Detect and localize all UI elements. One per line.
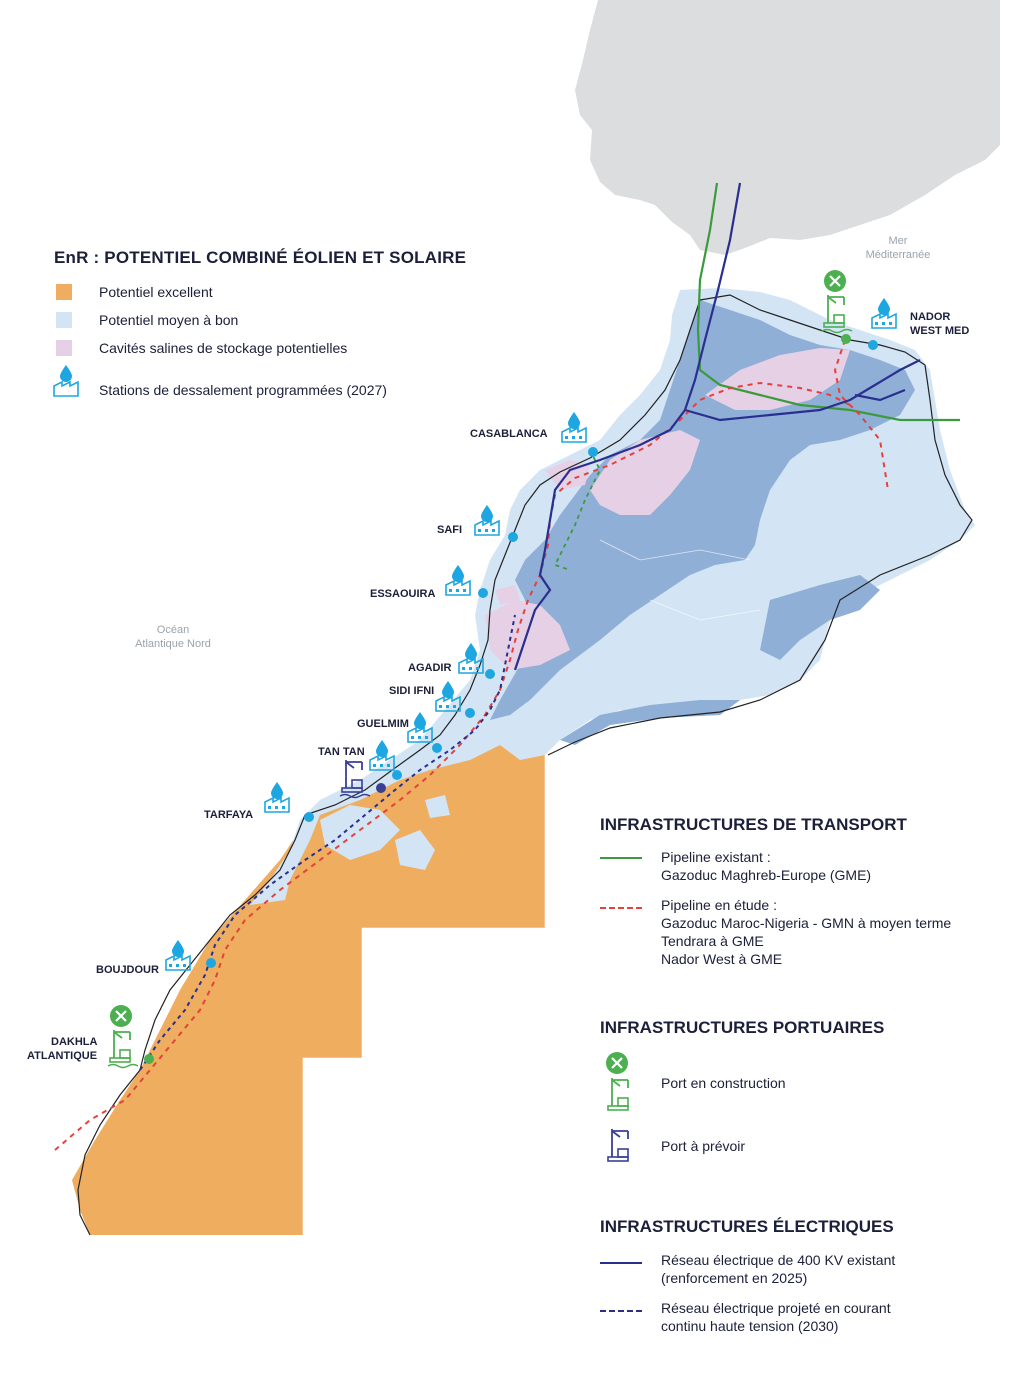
ports-title: INFRASTRUCTURES PORTUAIRES — [600, 1018, 885, 1037]
legend-text-hvdc: Réseau électrique projeté en courant con… — [661, 1299, 891, 1335]
region-sahara-blob-1 — [320, 805, 400, 860]
city-label-safi: SAFI — [437, 524, 462, 536]
legend-text-400kv-1: Réseau électrique de 400 KV existant — [661, 1252, 896, 1268]
legend-text-planned-2: Gazoduc Maroc-Nigeria - GMN à moyen term… — [661, 915, 952, 931]
legend-text-hvdc-2: continu haute tension (2030) — [661, 1318, 839, 1334]
city-label-essaouira: ESSAOUIRA — [370, 588, 435, 600]
internal-borders — [302, 539, 761, 1235]
legend-swatch-salt — [56, 340, 72, 356]
legend-label-medium: Potentiel moyen à bon — [99, 312, 239, 328]
sea-label-atlantic-1: Océan — [157, 624, 189, 636]
station-dot-boujdour — [206, 958, 216, 968]
desal-icon-nador — [871, 297, 897, 329]
legend-swatch-medium — [56, 312, 72, 328]
legend-line-gme — [600, 857, 642, 859]
city-label-guelmim: GUELMIM — [357, 718, 409, 730]
desal-icon-essaouira — [445, 564, 471, 596]
legend-text-hvdc-1: Réseau électrique projeté en courant — [661, 1300, 891, 1316]
station-dots — [206, 340, 878, 968]
legend-enr-title: EnR : POTENTIEL COMBINÉ ÉOLIEN ET SOLAIR… — [54, 248, 467, 267]
wrench-badge-icon-nador — [822, 268, 848, 294]
electric-title: INFRASTRUCTURES ÉLECTRIQUES — [600, 1217, 894, 1236]
sea-label-mediterranean-2: Méditerranée — [866, 249, 931, 261]
city-label-tantan: TAN TAN — [318, 746, 365, 758]
city-label-agadir: AGADIR — [408, 662, 451, 674]
sea-label-mediterranean-1: Mer — [889, 235, 908, 247]
wrench-badge-icon-dakhla — [108, 1003, 134, 1029]
region-salt-cavities-essaouira — [495, 585, 520, 605]
station-dot-tantan — [392, 770, 402, 780]
legend-label-salt: Cavités salines de stockage potentielles — [99, 340, 348, 356]
legend-text-planned-3: Tendrara à GME — [661, 933, 764, 949]
station-dot-essaouira — [478, 588, 488, 598]
coastline — [77, 299, 701, 1236]
region-salt-cavities-north — [705, 348, 850, 410]
legend-line-planned-pipeline — [600, 907, 642, 909]
desal-icon-casablanca — [561, 411, 587, 443]
legend-text-400kv: Réseau électrique de 400 KV existant (re… — [661, 1251, 895, 1287]
electric-hvdc-projected — [139, 614, 516, 1071]
port-dot-nador — [841, 334, 851, 344]
region-salt-cavities-central — [590, 430, 700, 515]
desal-icon-boujdour — [165, 939, 191, 971]
legend-text-port-construction: Port en construction — [661, 1075, 786, 1091]
city-label-casablanca: CASABLANCA — [470, 428, 548, 440]
pipeline-gme-existing — [696, 182, 960, 422]
port-construction-icon-dakhla — [107, 1029, 139, 1069]
city-label-tarfaya: TARFAYA — [204, 809, 253, 821]
north-coast-border — [699, 294, 926, 366]
station-dot-safi — [508, 532, 518, 542]
electric-400kv-existing — [513, 182, 921, 671]
sea-label-atlantic-2: Atlantique Nord — [135, 638, 211, 650]
legend-text-gme-1: Pipeline existant : — [661, 849, 771, 865]
east-border — [547, 364, 973, 756]
region-dark-south — [560, 700, 740, 745]
port-dot-tantan — [376, 783, 386, 793]
region-dark-east — [760, 575, 880, 660]
desal-icon-tarfaya — [264, 781, 290, 813]
city-label-sidi-ifni: SIDI IFNI — [389, 685, 434, 697]
station-dot-casablanca — [588, 447, 598, 457]
pipeline-green-dashed — [553, 449, 602, 571]
legend-text-planned-pipeline: Pipeline en étude : Gazoduc Maroc-Nigeri… — [661, 896, 951, 968]
region-sahara-blob-2 — [395, 830, 435, 870]
city-label-dakhla: DAKHLA — [51, 1036, 97, 1048]
station-dot-tarfaya — [304, 812, 314, 822]
legend-line-hvdc — [600, 1310, 642, 1312]
iberia-landmass — [575, 0, 1000, 255]
region-sahara-blob-3 — [425, 795, 450, 818]
transport-title: INFRASTRUCTURES DE TRANSPORT — [600, 815, 907, 834]
desalination-station-icon — [53, 365, 79, 397]
station-dot-guelmim — [432, 743, 442, 753]
pipeline-gmn-planned — [54, 381, 851, 1151]
legend-text-planned-4: Nador West à GME — [661, 951, 783, 967]
station-dot-sidi-ifni — [465, 708, 475, 718]
pipeline-nador-west-planned — [833, 339, 889, 491]
legend-swatch-excellent — [56, 284, 72, 300]
legend-label-desalination: Stations de dessalement programmées (202… — [99, 382, 387, 398]
port-dot-dakhla — [144, 1054, 154, 1064]
legend-line-400kv — [600, 1262, 642, 1264]
port-planned-icon — [607, 1129, 629, 1162]
city-label-boujdour: BOUJDOUR — [96, 964, 159, 976]
legend-label-excellent: Potentiel excellent — [99, 284, 213, 300]
legend-text-gme: Pipeline existant : Gazoduc Maghreb-Euro… — [661, 848, 871, 884]
station-dot-nador — [868, 340, 878, 350]
port-construction-icon — [606, 1052, 629, 1111]
legend-text-planned-1: Pipeline en étude : — [661, 897, 777, 913]
desal-icon-safi — [474, 504, 500, 536]
city-label-nador: NADOR — [910, 311, 950, 323]
legend-text-400kv-2: (renforcement en 2025) — [661, 1270, 808, 1286]
legend-text-port-planned: Port à prévoir — [661, 1138, 746, 1154]
city-label-atlantique: ATLANTIQUE — [27, 1050, 97, 1062]
city-label-west-med: WEST MED — [910, 325, 969, 337]
legend-text-gme-2: Gazoduc Maghreb-Europe (GME) — [661, 867, 872, 883]
station-dot-agadir — [485, 669, 495, 679]
